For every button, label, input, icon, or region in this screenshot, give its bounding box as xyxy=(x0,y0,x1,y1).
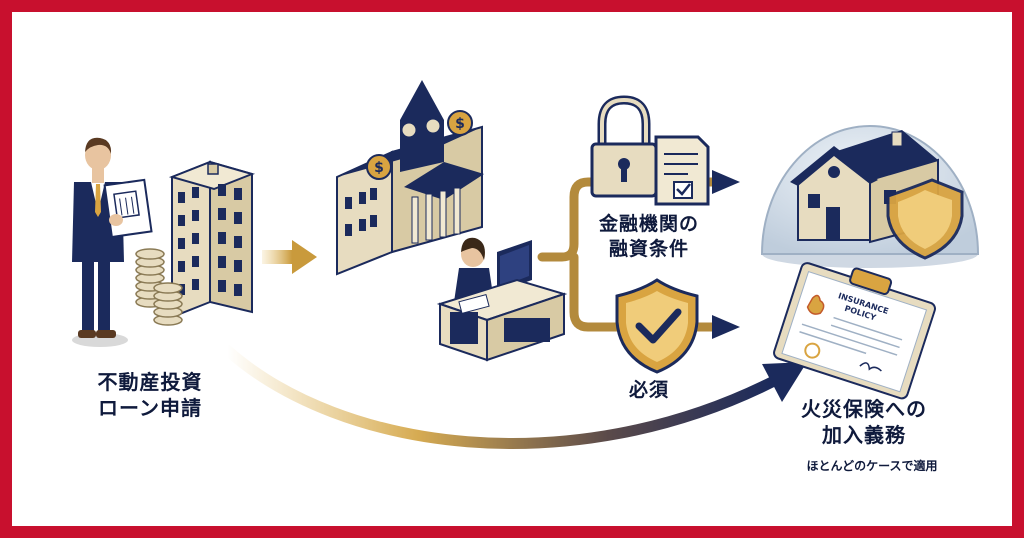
diagram-illustration: $ $ xyxy=(72,80,980,449)
house-dome-icon xyxy=(760,125,980,268)
bank-icon: $ $ xyxy=(336,80,484,276)
document-check-icon xyxy=(654,135,710,206)
arrow-head-bottom xyxy=(712,315,740,339)
bank-label-line1: 金融機関の xyxy=(598,213,699,235)
diagram-canvas: $ $ xyxy=(12,12,1012,526)
coin-symbol-2: $ xyxy=(455,116,465,132)
insurance-policy-icon: INSURANCE POLICY xyxy=(773,262,936,400)
branch-connector xyxy=(537,177,717,332)
arrow-to-bank xyxy=(262,240,317,274)
loan-application-label: 不動産投資 ローン申請 xyxy=(70,369,230,422)
insurance-label-line1: 火災保険への xyxy=(801,397,927,421)
shield-check-icon xyxy=(615,278,699,374)
bank-conditions-label: 金融機関の 融資条件 xyxy=(584,212,714,262)
insurance-note: ほとんどのケースで適用 xyxy=(806,459,938,473)
arrow-head-top xyxy=(712,170,740,194)
required-label: 必須 xyxy=(628,379,669,401)
bank-clerk-icon xyxy=(436,237,568,362)
loan-label-line2: ローン申請 xyxy=(98,396,202,421)
insurance-label-line2: 加入義務 xyxy=(822,423,906,448)
insurance-obligation-label: 火災保険への 加入義務 xyxy=(764,396,964,449)
loan-label-line1: 不動産投資 xyxy=(97,370,203,394)
bank-label-line2: 融資条件 xyxy=(608,238,689,261)
coin-stack-icon xyxy=(135,248,183,326)
apartment-building-icon xyxy=(168,160,256,319)
padlock-icon xyxy=(590,95,658,198)
coin-symbol: $ xyxy=(374,160,384,176)
main-flow-arrow xyxy=(221,344,807,449)
investor-icon xyxy=(72,137,153,347)
